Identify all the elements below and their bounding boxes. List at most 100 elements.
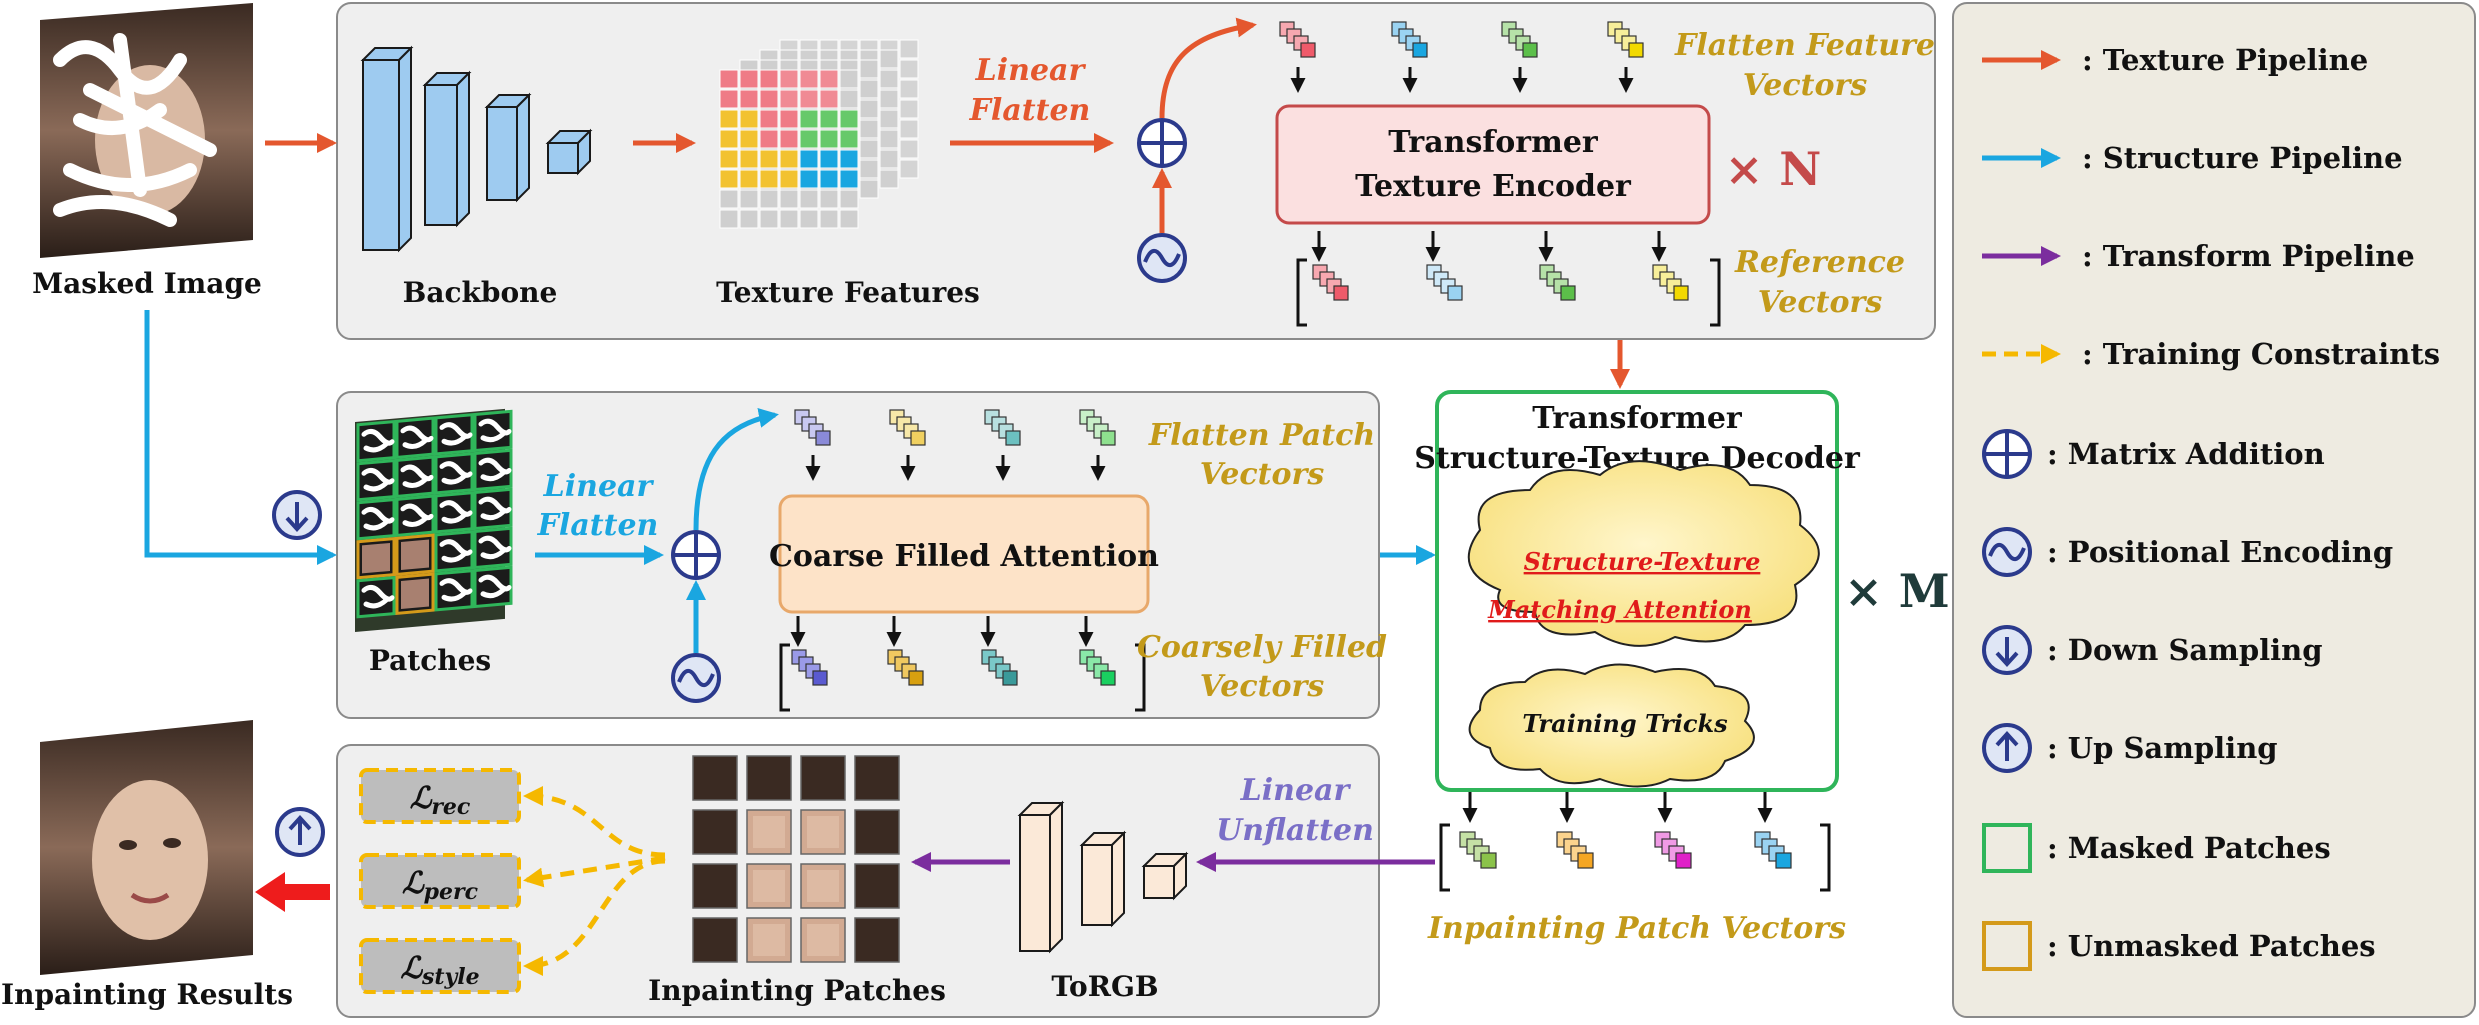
- up-sampling-icon: [1982, 723, 2032, 773]
- mask-stroke: [439, 461, 473, 485]
- legend-label: : Positional Encoding: [2047, 535, 2393, 569]
- training-constraint-arrows: [523, 786, 666, 976]
- flatten-feature-vectors-label-2: Vectors: [1743, 68, 1868, 103]
- structure-linear-flatten-label-2: Flatten: [537, 508, 659, 543]
- inpainting-patches-label: Inpainting Patches: [648, 974, 946, 1007]
- feature-cell: [879, 109, 899, 129]
- feature-cell: [739, 89, 759, 109]
- mask-stroke: [361, 428, 395, 453]
- up-sampling-icon: [275, 807, 325, 857]
- vector-cell: [908, 670, 924, 686]
- gold-square: [1982, 921, 2032, 971]
- vector-cell: [1522, 42, 1538, 58]
- vector-cell: [1100, 430, 1116, 446]
- feature-cell: [879, 69, 899, 89]
- mask-stroke: [439, 422, 473, 446]
- inpainted-patch: [746, 755, 792, 801]
- feature-cell: [879, 129, 899, 149]
- feature-cell: [879, 149, 899, 169]
- patches-label: Patches: [369, 644, 491, 677]
- decoder-title-1: Transformer: [1532, 401, 1743, 436]
- mask-stroke: [478, 535, 512, 560]
- vector-cell: [1005, 430, 1021, 446]
- feature-cell: [739, 169, 759, 189]
- inpainted-patch-fill: [753, 870, 785, 902]
- legend-label: : Masked Patches: [2047, 831, 2331, 865]
- feature-cell: [819, 129, 839, 149]
- feature-cell: [759, 169, 779, 189]
- inpainted-patch-fill: [753, 816, 785, 848]
- face-patch: [401, 578, 429, 609]
- feature-cell: [739, 209, 759, 229]
- inpainting-result-image: [40, 720, 253, 975]
- legend-label: : Matrix Addition: [2047, 437, 2325, 471]
- feature-cell: [839, 89, 859, 109]
- flatten-feature-vectors: [1279, 21, 1644, 93]
- feature-cell: [899, 159, 919, 179]
- mask-stroke: [400, 425, 434, 450]
- feature-cell: [779, 109, 799, 129]
- down-sampling-icon: [1982, 625, 2032, 675]
- vector-cell: [1480, 852, 1497, 869]
- inpainting-patch-vectors-label: Inpainting Patch Vectors: [1427, 911, 1846, 946]
- coarsely-filled-vectors-label-1: Coarsely Filled: [1137, 630, 1387, 665]
- feature-cell: [859, 139, 879, 159]
- inpainted-patch-fill: [753, 924, 785, 956]
- mask-stroke: [439, 500, 473, 524]
- vector-cell: [815, 430, 831, 446]
- texture-features-grid: [719, 39, 919, 229]
- vector-cell: [1628, 42, 1644, 58]
- feature-cell: [899, 99, 919, 119]
- mask-stroke: [478, 457, 512, 482]
- feature-cell: [859, 99, 879, 119]
- backbone-blocks: [360, 45, 593, 253]
- feature-cell: [739, 129, 759, 149]
- feature-cell: [839, 149, 859, 169]
- arrow-add-to-vectors-structure: [693, 408, 779, 531]
- coarsely-filled-vectors-label-2: Vectors: [1200, 669, 1325, 704]
- feature-cell: [759, 89, 779, 109]
- feature-cell: [839, 109, 859, 129]
- texture-encoder-title-2: Texture Encoder: [1355, 169, 1632, 204]
- feature-cell: [819, 109, 839, 129]
- texture-linear-flatten-label-1: Linear: [975, 53, 1087, 88]
- feature-cell: [799, 189, 819, 209]
- feature-cell: [779, 209, 799, 229]
- feature-cell: [799, 129, 819, 149]
- training-tricks-cloud: Training Tricks: [1468, 663, 1755, 788]
- positional-encoding-icon: [671, 653, 721, 703]
- vector-cell: [812, 670, 828, 686]
- mask-stroke: [361, 467, 395, 492]
- legend-label: : Structure Pipeline: [2082, 141, 2403, 175]
- reference-vectors-bracket-right: [1710, 258, 1721, 327]
- mask-stroke: [361, 584, 395, 609]
- arrow-add-to-vectors-texture: [1159, 17, 1257, 119]
- mask-stroke: [478, 574, 512, 599]
- feature-cell: [779, 89, 799, 109]
- inpainted-patch: [854, 863, 900, 909]
- legend-label: : Transform Pipeline: [2082, 239, 2415, 273]
- feature-cell: [899, 59, 919, 79]
- feature-cell: [819, 189, 839, 209]
- loss-style-subscript: style: [421, 964, 480, 990]
- vector-cell: [1100, 670, 1116, 686]
- vector-cell: [1673, 285, 1689, 301]
- backbone-label: Backbone: [403, 276, 558, 309]
- reference-vectors-label-1: Reference: [1734, 245, 1905, 280]
- feature-cell: [779, 169, 799, 189]
- vector-cell: [1675, 852, 1692, 869]
- encoder-repeat-n: × N: [1725, 142, 1822, 196]
- feature-cell: [759, 209, 779, 229]
- feature-cell: [859, 179, 879, 199]
- arrow-to-results: [255, 872, 330, 912]
- reference-vectors: [1311, 231, 1689, 301]
- texture-features-label: Texture Features: [716, 276, 980, 309]
- mask-stroke: [478, 496, 512, 521]
- output-vectors-bracket-left: [1439, 823, 1450, 892]
- inpainted-patch: [800, 755, 846, 801]
- mask-stroke: [361, 506, 395, 531]
- matrix-addition-icon: [1982, 429, 2032, 479]
- feature-cell: [879, 169, 899, 189]
- feature-cell: [799, 109, 819, 129]
- masked-image: [40, 3, 253, 258]
